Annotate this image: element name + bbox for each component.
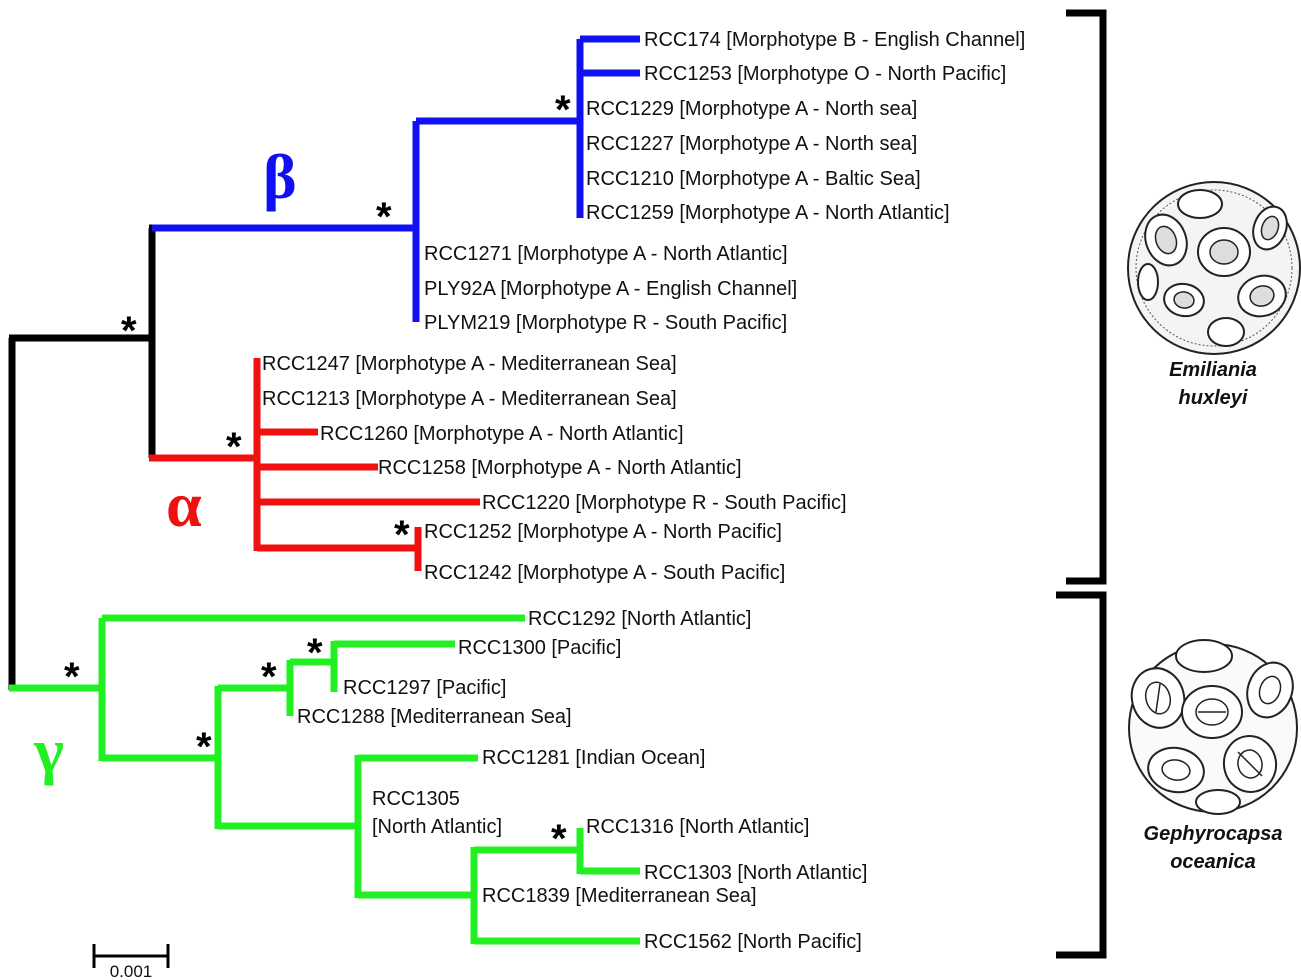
alpha-clade-branches bbox=[149, 358, 480, 571]
support-asterisk: * bbox=[261, 655, 277, 699]
leaf-label: RCC1562 [North Pacific] bbox=[644, 931, 862, 953]
leaf-label: RCC1260 [Morphotype A - North Atlantic] bbox=[320, 423, 684, 445]
species-label-gephyrocapsa: Gephyrocapsa bbox=[1144, 823, 1283, 845]
gamma-clade-label: γ bbox=[33, 715, 64, 786]
gamma-leaf-labels: RCC1292 [North Atlantic] RCC1300 [Pacifi… bbox=[297, 608, 867, 953]
support-asterisk: * bbox=[121, 309, 137, 353]
leaf-label: RCC1303 [North Atlantic] bbox=[644, 862, 867, 884]
leaf-label: RCC1292 [North Atlantic] bbox=[528, 608, 751, 630]
species-label-oceanica: oceanica bbox=[1170, 851, 1256, 873]
scale-bar-label: 0.001 bbox=[110, 962, 153, 980]
leaf-label: RCC1220 [Morphotype R - South Pacific] bbox=[482, 492, 847, 514]
support-markers: * * * * * * * * * * bbox=[64, 88, 571, 861]
leaf-label: RCC1247 [Morphotype A - Mediterranean Se… bbox=[262, 353, 677, 375]
support-asterisk: * bbox=[394, 513, 410, 557]
emiliania-huxleyi-illustration bbox=[1127, 181, 1301, 355]
leaf-label: PLYM219 [Morphotype R - South Pacific] bbox=[424, 312, 787, 334]
leaf-label: RCC1271 [Morphotype A - North Atlantic] bbox=[424, 243, 788, 265]
leaf-label: RCC1227 [Morphotype A - North sea] bbox=[586, 133, 917, 155]
species-label-huxleyi: huxleyi bbox=[1179, 387, 1248, 409]
gamma-clade-branches bbox=[9, 614, 640, 945]
support-asterisk: * bbox=[196, 725, 212, 769]
leaf-label: RCC174 [Morphotype B - English Channel] bbox=[644, 29, 1025, 51]
leaf-label: PLY92A [Morphotype A - English Channel] bbox=[424, 278, 797, 300]
beta-clade-branches bbox=[152, 35, 640, 322]
leaf-label: RCC1300 [Pacific] bbox=[458, 637, 621, 659]
leaf-label: RCC1839 [Mediterranean Sea] bbox=[482, 885, 757, 907]
support-asterisk: * bbox=[64, 655, 80, 699]
species-label-emiliania: Emiliania bbox=[1169, 359, 1257, 381]
scale-bar bbox=[92, 944, 170, 968]
leaf-label: RCC1305 bbox=[372, 788, 460, 810]
leaf-label: RCC1316 [North Atlantic] bbox=[586, 816, 809, 838]
alpha-clade-label: α bbox=[166, 469, 202, 540]
gephyrocapsa-oceanica-illustration bbox=[1128, 639, 1298, 815]
leaf-label: RCC1288 [Mediterranean Sea] bbox=[297, 706, 572, 728]
species-brackets bbox=[1056, 9, 1107, 959]
support-asterisk: * bbox=[555, 88, 571, 132]
leaf-label: RCC1258 [Morphotype A - North Atlantic] bbox=[378, 457, 742, 479]
leaf-label: RCC1213 [Morphotype A - Mediterranean Se… bbox=[262, 388, 677, 410]
support-asterisk: * bbox=[226, 425, 242, 469]
leaf-label: RCC1210 [Morphotype A - Baltic Sea] bbox=[586, 168, 921, 190]
leaf-label: RCC1242 [Morphotype A - South Pacific] bbox=[424, 562, 785, 584]
beta-clade-label: β bbox=[263, 141, 297, 212]
support-asterisk: * bbox=[376, 195, 392, 239]
support-asterisk: * bbox=[307, 631, 323, 675]
leaf-label: RCC1229 [Morphotype A - North sea] bbox=[586, 98, 917, 120]
support-asterisk: * bbox=[551, 817, 567, 861]
leaf-label: [North Atlantic] bbox=[372, 816, 502, 838]
leaf-label: RCC1259 [Morphotype A - North Atlantic] bbox=[586, 202, 950, 224]
leaf-label: RCC1252 [Morphotype A - North Pacific] bbox=[424, 521, 782, 543]
leaf-label: RCC1281 [Indian Ocean] bbox=[482, 747, 705, 769]
leaf-label: RCC1253 [Morphotype O - North Pacific] bbox=[644, 63, 1006, 85]
beta-leaf-labels: RCC174 [Morphotype B - English Channel] … bbox=[424, 29, 1025, 334]
alpha-leaf-labels: RCC1247 [Morphotype A - Mediterranean Se… bbox=[262, 353, 847, 584]
leaf-label: RCC1297 [Pacific] bbox=[343, 677, 506, 699]
